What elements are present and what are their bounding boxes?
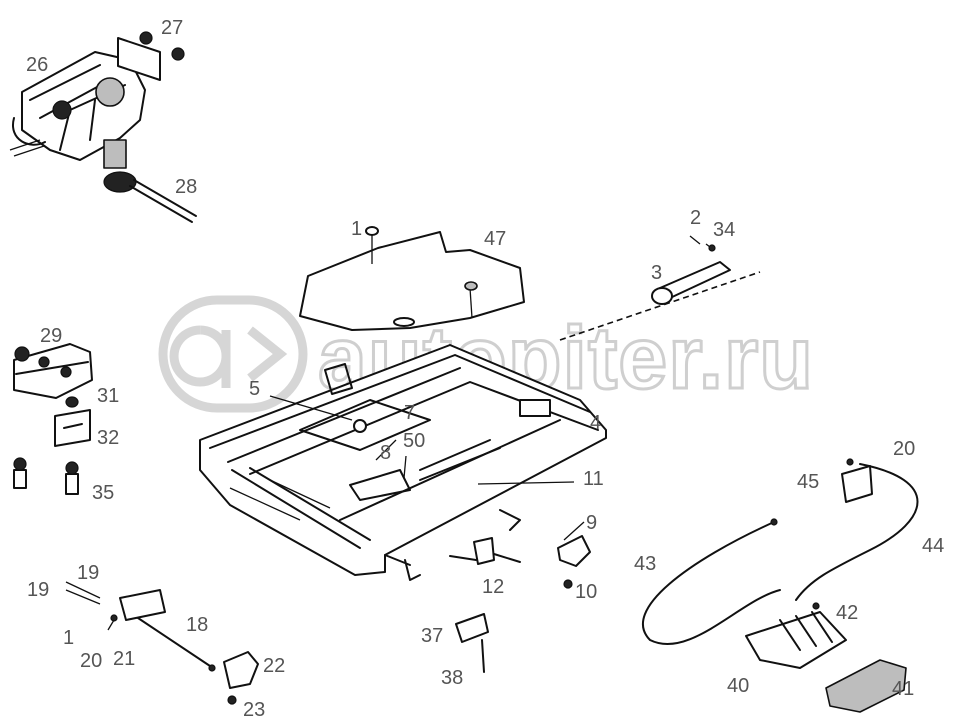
part-22-knob: [223, 651, 259, 705]
part-12-lever: [449, 537, 521, 565]
callout-2: 2: [690, 207, 701, 229]
part-41-handle: [825, 659, 907, 713]
callout-37: 37: [421, 625, 443, 647]
callout-34: 34: [713, 219, 735, 241]
part-37-clip: [455, 613, 489, 673]
part-40-42-control: [745, 602, 847, 669]
seat-base-frame: [199, 344, 607, 581]
callout-43: 43: [634, 553, 656, 575]
callout-1-bottom: 1: [63, 627, 74, 649]
callout-19-top: 19: [77, 562, 99, 584]
callout-5: 5: [249, 378, 260, 400]
part-29-mechanism: [13, 343, 93, 399]
leader-lines: [107, 395, 585, 631]
part-28-shaft: [103, 171, 197, 223]
callout-10: 10: [575, 581, 597, 603]
callout-4: 4: [590, 412, 601, 434]
part-35-bolts: [13, 457, 79, 495]
callout-35: 35: [92, 482, 114, 504]
callout-32: 32: [97, 427, 119, 449]
part-47-pad: [299, 226, 525, 331]
callout-42: 42: [836, 602, 858, 624]
callout-47: 47: [484, 228, 506, 250]
callout-31: 31: [97, 385, 119, 407]
callouts: 26 27 28 1 47 2 34 3 29 31 32 35 5 7 50 …: [26, 17, 944, 721]
callout-21: 21: [113, 648, 135, 670]
callout-3: 3: [651, 262, 662, 284]
part-9-knob: [557, 535, 591, 589]
callout-20-right: 20: [893, 438, 915, 460]
callout-26: 26: [26, 54, 48, 76]
callout-9: 9: [586, 512, 597, 534]
callout-50: 50: [403, 430, 425, 452]
callout-45: 45: [797, 471, 819, 493]
part-27-bracket: [117, 31, 185, 81]
callout-28: 28: [175, 176, 197, 198]
callout-19-left: 19: [27, 579, 49, 601]
part-26-mechanism: [9, 51, 146, 169]
callout-20-bottom: 20: [80, 650, 102, 672]
callout-38: 38: [441, 667, 463, 689]
callout-7: 7: [404, 402, 415, 424]
part-18-lever: [65, 581, 216, 672]
callout-8: 8: [380, 442, 391, 464]
callout-23: 23: [243, 699, 265, 721]
part-43-44-cables: [642, 463, 919, 646]
callout-29: 29: [40, 325, 62, 347]
part-31-32-bracket: [54, 396, 91, 447]
callout-11: 11: [583, 468, 604, 490]
callout-44: 44: [922, 535, 944, 557]
callout-18: 18: [186, 614, 208, 636]
callout-1-top: 1: [351, 218, 362, 240]
part-45-bracket: [841, 458, 873, 503]
callout-27: 27: [161, 17, 183, 39]
callout-41: 41: [892, 678, 914, 700]
callout-22: 22: [263, 655, 285, 677]
callout-40: 40: [727, 675, 749, 697]
part-3-spring-tube: [559, 235, 761, 341]
callout-12: 12: [482, 576, 504, 598]
